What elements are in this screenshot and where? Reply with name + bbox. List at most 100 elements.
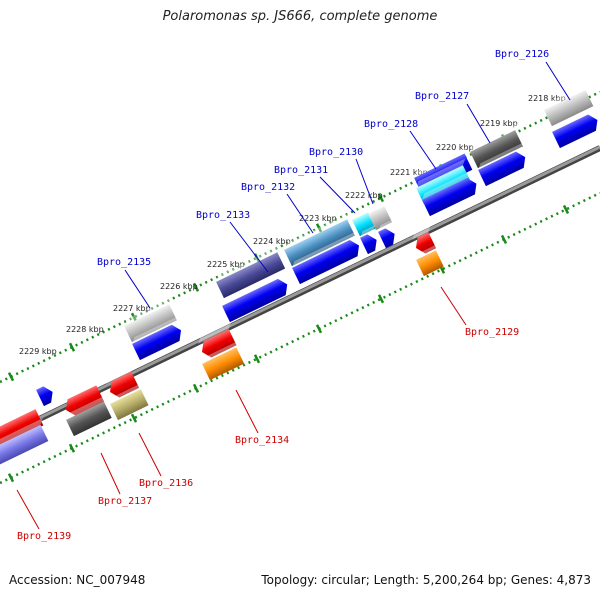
bpro-2135-hit-box[interactable] [122,297,182,343]
leader-line [138,432,162,477]
bpro-2130-gene[interactable] [358,225,385,255]
leader-line [409,130,437,170]
gene-body [470,130,523,169]
bpro-2128-hit-box-2[interactable] [414,158,475,205]
gene-bevel [216,245,280,282]
gene-body [552,114,598,149]
gene-bevel [132,315,180,344]
gene-bevel [66,394,107,420]
gene-body [216,252,286,299]
gene-label-bpro_2136[interactable]: Bpro_2136 [139,478,193,489]
leader-line [100,452,121,495]
gene-bevel [36,377,52,390]
bpro-2136-gene[interactable] [104,365,144,400]
bpro-2132-gene[interactable] [290,230,368,285]
bpro-2137-gene[interactable] [60,378,109,418]
gene-label-bpro_2132[interactable]: Bpro_2132 [241,182,295,193]
kbp-label: 2222 kbp [345,191,383,200]
kbp-label: 2224 kbp [253,237,291,246]
bpro-2129-hit-box[interactable] [414,243,448,277]
kbp-label: 2218 kbp [528,94,566,103]
gene-bevel [552,105,596,132]
major-tick [68,342,76,352]
gene-label-bpro_2130[interactable]: Bpro_2130 [309,147,363,158]
major-tick [315,223,323,233]
leader-line [286,193,314,234]
gene-body [416,165,471,205]
kbp-label: 2226 kbp [160,282,198,291]
kbp-label: 2223 kbp [299,214,337,223]
kbp-label: 2228 kbp [66,325,104,334]
major-tick [7,372,15,382]
bpro-2128-gene[interactable] [420,168,485,217]
bpro-2138-gene[interactable] [34,377,61,407]
leader-line [545,61,571,101]
bpro-2139-hit-box[interactable] [0,418,53,475]
gene-label-bpro_2131[interactable]: Bpro_2131 [274,165,328,176]
bpro-2126-hit-box[interactable] [542,83,598,127]
major-tick [192,282,200,292]
gene-label-bpro_2126[interactable]: Bpro_2126 [495,49,549,60]
bpro-2132-hit-box[interactable] [282,212,360,267]
bpro-2136-hit-box[interactable] [108,382,153,421]
gene-body [292,240,360,285]
gene-bevel [416,158,466,188]
bpro-2129-gene[interactable] [410,225,441,256]
gene-bevel [0,418,43,458]
leader-line [440,286,467,326]
gene-bevel [124,297,172,326]
bpro-2134-hit-box[interactable] [200,340,249,381]
gene-label-bpro_2134[interactable]: Bpro_2134 [235,435,289,446]
major-tick [192,383,200,393]
gene-label-bpro_2129[interactable]: Bpro_2129 [465,327,519,338]
gene-bevel [284,212,350,250]
gene-bevel [0,402,38,438]
bpro-2130-hit-box-2[interactable] [366,199,397,231]
bpro-2127-gene[interactable] [476,142,534,187]
topology-text: Topology: circular; Length: 5,200,264 bp… [261,573,591,587]
gene-label-bpro_2139[interactable]: Bpro_2139 [17,531,71,542]
bpro-2134-gene[interactable] [196,322,241,360]
bpro-2133-hit-box[interactable] [214,245,290,299]
gene-bevel [544,83,588,110]
bpro-2137-hit-box[interactable] [64,394,116,437]
bpro-2131-gene[interactable] [376,219,403,249]
gene-bevel [292,230,358,268]
gene-label-bpro_2133[interactable]: Bpro_2133 [196,210,250,221]
leader-line [355,158,374,205]
gene-body [36,386,53,407]
gene-bevel [414,146,467,178]
map-title: Polaromonas sp. JS666, complete genome [162,9,438,24]
gene-body [478,151,526,187]
bpro-2126-gene[interactable] [550,105,600,149]
major-tick [68,443,76,453]
gene-body [110,371,140,398]
gene-bevel [378,219,394,232]
gene-label-bpro_2128[interactable]: Bpro_2128 [364,119,418,130]
bpro-2139-gene[interactable] [0,402,48,454]
bpro-2133-gene[interactable] [220,269,296,323]
kbp-label: 2227 kbp [113,304,151,313]
gene-bevel [198,322,232,344]
major-tick [377,294,385,304]
gene-bevel [470,123,518,152]
bpro-2127-hit-box[interactable] [468,123,528,169]
major-tick [130,413,138,423]
gene-label-bpro_2127[interactable]: Bpro_2127 [415,91,469,102]
kbp-label: 2219 kbp [480,119,518,128]
leader-line [16,489,40,530]
gene-label-bpro_2135[interactable]: Bpro_2135 [97,257,151,268]
gene-body [368,206,393,231]
major-tick [500,234,508,244]
gene-bevel [368,199,387,214]
gene-body [378,228,395,249]
gene-body [544,89,594,127]
gene-bevel [412,225,431,240]
gene-body [284,219,355,267]
bpro-2135-gene[interactable] [130,315,190,361]
gene-bevel [222,269,286,306]
gene-body [0,424,49,475]
gene-label-bpro_2137[interactable]: Bpro_2137 [98,496,152,507]
gene-body [416,232,437,254]
